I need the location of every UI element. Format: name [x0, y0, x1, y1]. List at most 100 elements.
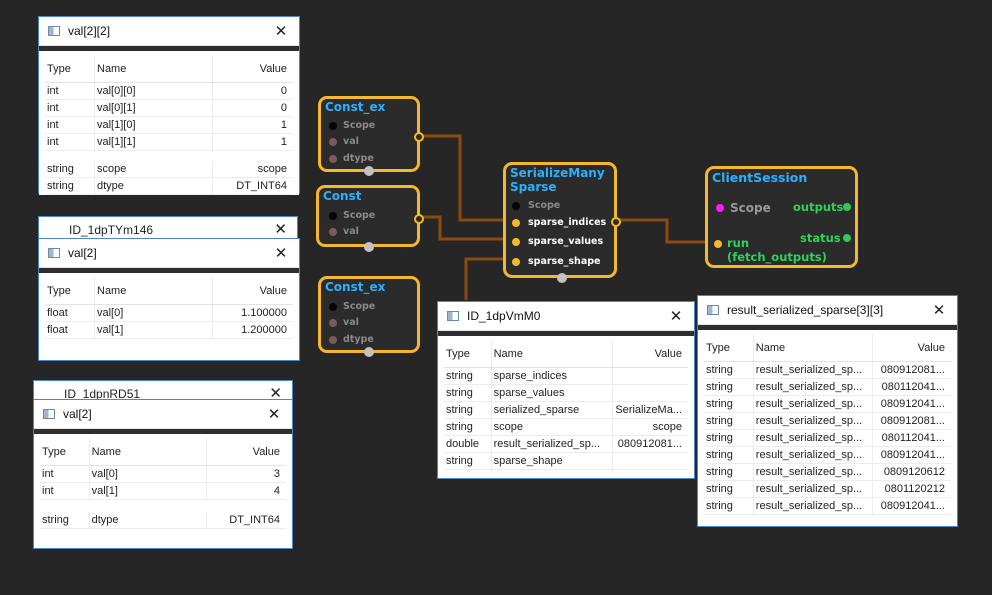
cell-name: val[1][0] — [95, 117, 213, 133]
close-icon[interactable]: ✕ — [932, 302, 946, 319]
output-port-dot[interactable] — [414, 214, 424, 224]
cell-name: dtype — [90, 512, 207, 528]
wire-const-ex-to-sparse-indices — [420, 134, 510, 222]
node-const[interactable]: Const Scope val — [316, 185, 424, 252]
bottom-handle-dot[interactable] — [557, 273, 567, 283]
scope-port-dot[interactable] — [329, 212, 337, 220]
node-client-session[interactable]: ClientSession Scope outputs status run (… — [705, 166, 858, 268]
sparse-values-port-dot[interactable] — [512, 238, 520, 246]
bottom-handle-dot[interactable] — [364, 347, 374, 357]
close-icon[interactable]: ✕ — [267, 406, 281, 423]
column-header-type[interactable]: Type — [45, 277, 95, 304]
close-icon[interactable]: ✕ — [269, 385, 282, 402]
bottom-handle-dot[interactable] — [364, 166, 374, 176]
property-window-result-serialized-sparse[interactable]: result_serialized_sparse[3][3] ✕ Type Na… — [697, 295, 958, 527]
scope-port-dot[interactable] — [512, 202, 520, 210]
outputs-port-dot[interactable] — [843, 203, 851, 211]
window-titlebar[interactable]: val[2] ✕ — [39, 239, 299, 268]
val-port-dot[interactable] — [329, 228, 337, 236]
bottom-handle-dot[interactable] — [364, 242, 374, 252]
node-serialize-many-sparse[interactable]: SerializeMany Sparse Scope sparse_indice… — [503, 162, 621, 283]
column-header-name[interactable]: Name — [754, 334, 874, 361]
dtype-port-dot[interactable] — [329, 155, 337, 163]
column-header-type[interactable]: Type — [444, 340, 492, 367]
window-titlebar[interactable]: result_serialized_sparse[3][3] ✕ — [698, 296, 957, 325]
wire-const-to-sparse-values — [420, 215, 510, 241]
cell-value: 1 — [280, 136, 287, 148]
close-icon[interactable]: ✕ — [274, 23, 288, 40]
column-header-value[interactable]: Value — [252, 445, 280, 458]
scope-port-dot[interactable] — [329, 122, 337, 130]
val-port-dot[interactable] — [329, 138, 337, 146]
run-port-dot[interactable] — [714, 240, 722, 248]
port-sparse-values: sparse_values — [528, 236, 604, 247]
column-header-value[interactable]: Value — [259, 62, 287, 75]
node-const-ex-1[interactable]: Const_ex Scope val dtype — [318, 96, 424, 176]
scope-port-dot[interactable] — [329, 303, 337, 311]
window-title: val[2] — [68, 246, 97, 260]
status-port-dot[interactable] — [843, 234, 851, 242]
close-icon[interactable]: ✕ — [274, 245, 288, 262]
column-header-name[interactable]: Name — [95, 277, 213, 304]
cell-type: string — [704, 379, 754, 395]
sparse-shape-port-dot[interactable] — [512, 258, 520, 266]
column-header-name[interactable]: Name — [492, 340, 613, 367]
column-header-value[interactable]: Value — [654, 347, 682, 360]
column-header-value[interactable]: Value — [917, 341, 945, 354]
scope-port-dot[interactable] — [716, 204, 724, 212]
node-const-ex-2[interactable]: Const_ex Scope val dtype — [318, 276, 420, 357]
column-header-name[interactable]: Name — [95, 55, 213, 82]
close-icon[interactable]: ✕ — [274, 221, 287, 238]
val-port-dot[interactable] — [329, 319, 337, 327]
column-header-type[interactable]: Type — [40, 438, 90, 465]
column-header-value[interactable]: Value — [259, 284, 287, 297]
column-header-type[interactable]: Type — [704, 334, 754, 361]
cell-name: result_serialized_sp... — [754, 447, 874, 463]
window-titlebar[interactable]: ID_1dpVmM0 ✕ — [438, 302, 694, 331]
column-header-name[interactable]: Name — [90, 438, 207, 465]
window-titlebar[interactable]: val[2][2] ✕ — [39, 17, 299, 46]
port-val: val — [343, 136, 359, 147]
dtype-port-dot[interactable] — [329, 336, 337, 344]
window-titlebar[interactable]: val[2] ✕ — [34, 400, 292, 429]
output-port-dot[interactable] — [611, 217, 621, 227]
output-port-dot[interactable] — [414, 132, 424, 142]
cell-type: string — [704, 413, 754, 429]
underlying-window-tab[interactable]: ID_1dpTYm146 ✕ — [38, 216, 298, 242]
window-separator — [698, 325, 957, 330]
close-icon[interactable]: ✕ — [669, 308, 683, 325]
sparse-indices-port-dot[interactable] — [512, 219, 520, 227]
column-header-type[interactable]: Type — [45, 55, 95, 82]
